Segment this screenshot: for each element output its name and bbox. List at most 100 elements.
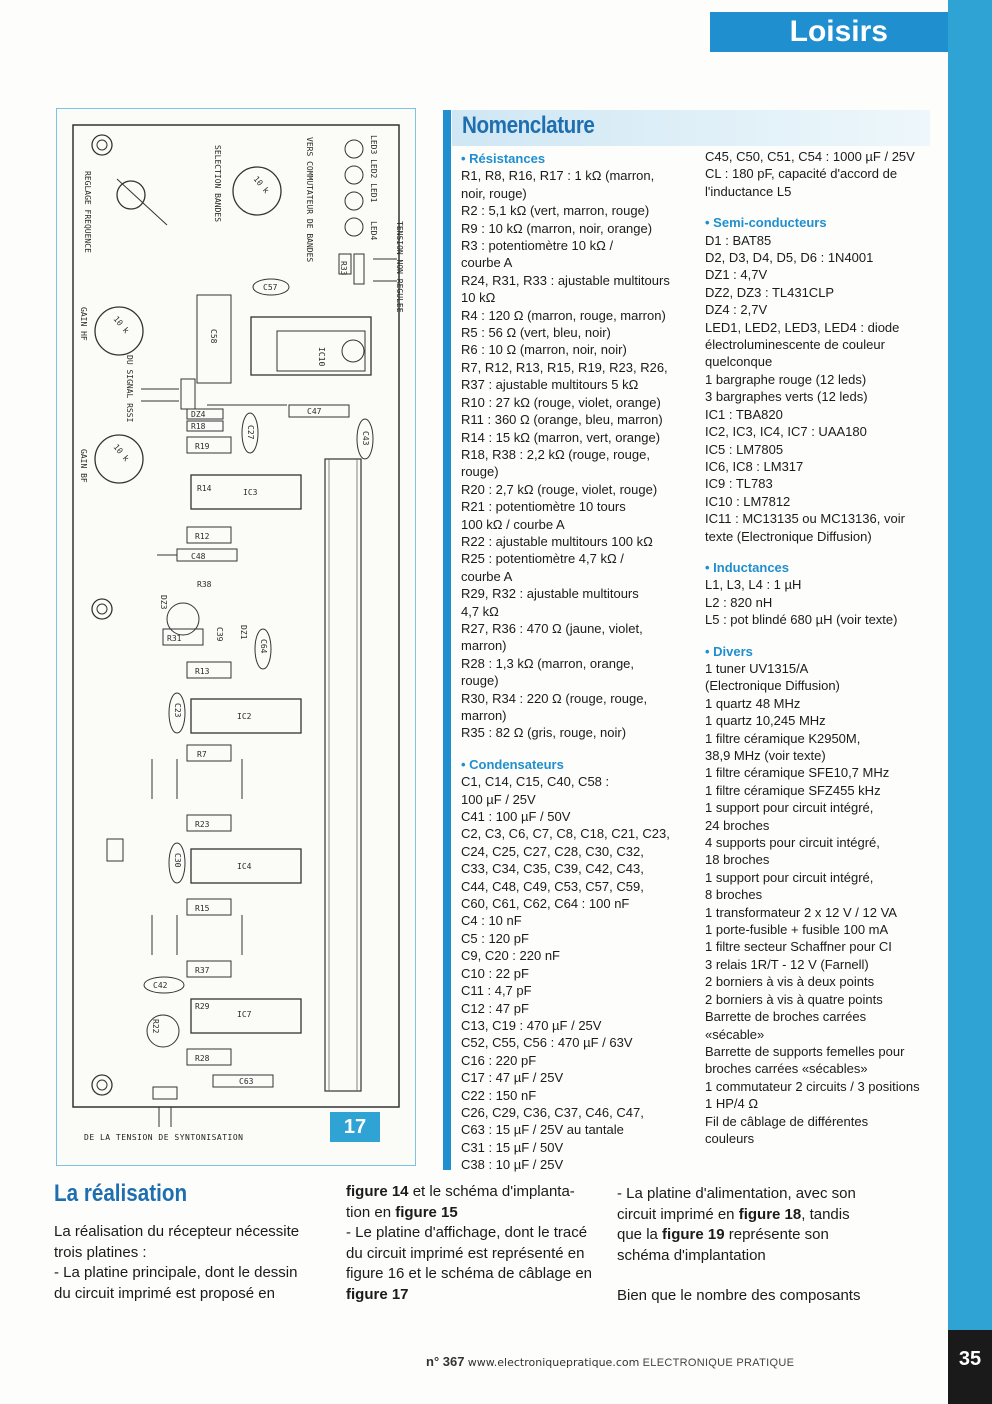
nomenclature-item: marron) <box>461 638 507 654</box>
article-line: - La platine principale, dont le dessin <box>54 1264 298 1282</box>
nomenclature-item: C12 : 47 pF <box>461 1000 529 1016</box>
nomenclature-item: broches carrées «sécables» <box>705 1061 868 1077</box>
article-text: schéma d'implantation <box>617 1246 766 1264</box>
r33-label: R33 <box>339 261 348 276</box>
nomenclature-item: 100 µF / 25V <box>461 791 536 807</box>
nomenclature-item: 1 HP/4 Ω <box>705 1096 759 1112</box>
nomenclature-item: l'inductance L5 <box>705 183 792 199</box>
article-line: trois platines : <box>54 1243 147 1261</box>
pot-value-label-1: 10 k <box>251 175 270 196</box>
nomenclature-section-heading: • Condensateurs <box>461 756 564 772</box>
pot-value-label-3: 10 k <box>111 443 130 464</box>
nomenclature-item: C26, C29, C36, C37, C46, C47, <box>461 1104 644 1120</box>
c58-label: C58 <box>209 329 218 344</box>
c64-label: C64 <box>259 639 268 654</box>
nomenclature-item: R3 : potentiomètre 10 kΩ / <box>461 238 614 254</box>
nomenclature-section-heading: • Résistances <box>461 151 546 166</box>
article-line: - Le platine d'affichage, dont le tracé <box>346 1223 592 1244</box>
c23-label: C23 <box>173 703 182 718</box>
dz4-label: DZ4 <box>191 410 206 419</box>
nomenclature-item: IC6, IC8 : LM317 <box>705 458 804 474</box>
nomenclature-item: R4 : 120 Ω (marron, rouge, marron) <box>461 307 666 323</box>
tension-non-regulee-label: TENSION NON REGULEE <box>395 221 404 313</box>
nomenclature-item: DZ2, DZ3 : TL431CLP <box>705 284 835 300</box>
nomenclature-item: IC9 : TL783 <box>705 476 773 492</box>
c63-label: C63 <box>239 1077 254 1086</box>
figure-reference: figure 14 <box>346 1183 409 1200</box>
c27-label: C27 <box>246 425 255 440</box>
section-title: La réalisation <box>54 1180 188 1207</box>
nomenclature-item: R21 : potentiomètre 10 tours <box>461 499 626 515</box>
nomenclature-item: 1 filtre céramique SFE10,7 MHz <box>705 765 890 781</box>
c39-label: C39 <box>215 627 224 642</box>
nomenclature-item: L2 : 820 nH <box>705 594 773 610</box>
nomenclature-item: couleurs <box>705 1130 755 1146</box>
r23-label: R23 <box>195 820 210 829</box>
nomenclature-item: 8 broches <box>705 887 763 903</box>
article-line: figure 17 <box>346 1285 592 1306</box>
article-text: représente son <box>724 1226 829 1244</box>
c57-label: C57 <box>263 283 278 292</box>
nomenclature-item: 4 supports pour circuit intégré, <box>705 835 880 851</box>
selection-bandes-label: SELECTION BANDES <box>213 145 222 222</box>
article-text: , tandis <box>801 1205 850 1223</box>
nomenclature-item: IC2, IC3, IC4, IC7 : UAA180 <box>705 424 867 440</box>
nomenclature-item: 2 borniers à vis à deux points <box>705 974 875 990</box>
nomenclature-item: C31 : 15 µF / 50V <box>461 1139 564 1155</box>
nomenclature-item: Fil de câblage de différentes <box>705 1113 869 1129</box>
article-line: schéma d'implantation <box>617 1246 856 1267</box>
nomenclature-item: Barrette de supports femelles pour <box>705 1043 905 1059</box>
nomenclature-item: 1 bargraphe rouge (12 leds) <box>705 371 867 387</box>
nomenclature-item: R20 : 2,7 kΩ (rouge, violet, rouge) <box>461 481 658 497</box>
nomenclature-item: L1, L3, L4 : 1 µH <box>705 577 802 593</box>
nomenclature-item: D2, D3, D4, D5, D6 : 1N4001 <box>705 250 874 266</box>
nomenclature-item: C4 : 10 nF <box>461 913 522 929</box>
page-footer: n° 367 www.electroniquepratique.com ELEC… <box>426 1354 794 1369</box>
dz1-label: DZ1 <box>239 625 248 640</box>
article-line: - La platine d'alimentation, avec son <box>617 1184 856 1205</box>
c30-label: C30 <box>173 853 182 868</box>
nomenclature-item: C41 : 100 µF / 50V <box>461 809 571 825</box>
nomenclature-item: L5 : pot blindé 680 µH (voir texte) <box>705 612 898 628</box>
article-text: - La platine d'alimentation, avec son <box>617 1185 856 1202</box>
spacer <box>705 629 941 643</box>
nomenclature-item: (Electronique Diffusion) <box>705 678 840 694</box>
nomenclature-item: C52, C55, C56 : 470 µF / 63V <box>461 1035 633 1051</box>
nomenclature-item: 1 quartz 48 MHz <box>705 695 801 711</box>
spacer <box>461 742 696 756</box>
nomenclature-item: R24, R31, R33 : ajustable multitours <box>461 272 670 288</box>
nomenclature-item: R6 : 10 Ω (marron, noir, noir) <box>461 342 627 358</box>
nomenclature-item: courbe A <box>461 255 513 271</box>
article-text: que la <box>617 1226 663 1244</box>
nomenclature-item: 38,9 MHz (voir texte) <box>705 748 826 763</box>
figure-reference: figure 18 <box>738 1205 802 1223</box>
r38-label: R38 <box>197 580 212 589</box>
nomenclature-item: IC5 : LM7805 <box>705 441 784 457</box>
nomenclature-item: 24 broches <box>705 817 770 833</box>
nomenclature-item: R25 : potentiomètre 4,7 kΩ / <box>461 551 624 567</box>
led-header-label: LED3 LED2 LED1 <box>369 135 378 203</box>
nomenclature-item: R2 : 5,1 kΩ (vert, marron, rouge) <box>461 203 650 219</box>
nomenclature-item: C9, C20 : 220 nF <box>461 948 560 964</box>
c43-label: C43 <box>361 431 370 446</box>
ic7-label: IC7 <box>237 1010 252 1019</box>
nomenclature-item: C5 : 120 pF <box>461 930 529 946</box>
figure-reference: figure 17 <box>346 1285 409 1303</box>
nomenclature-item: R22 : ajustable multitours 100 kΩ <box>461 533 653 549</box>
side-color-strip <box>948 0 992 1404</box>
r13-label: R13 <box>195 667 210 676</box>
nomenclature-item: «sécable» <box>705 1026 765 1042</box>
article-column-3-continuation: Bien que le nombre des composants <box>617 1287 861 1304</box>
article-line: du circuit imprimé est représenté en <box>346 1244 592 1265</box>
nomenclature-item: 3 bargraphes verts (12 leds) <box>705 389 868 405</box>
nomenclature-item: C44, C48, C49, C53, C57, C59, <box>461 878 644 894</box>
nomenclature-item: courbe A <box>461 568 513 584</box>
nomenclature-item: rouge) <box>461 464 499 480</box>
r14-label: R14 <box>197 484 212 493</box>
nomenclature-item: 1 quartz 10,245 MHz <box>705 713 826 729</box>
nomenclature-item: C33, C34, C35, C39, C42, C43, <box>461 861 644 877</box>
nomenclature-item: C16 : 220 pF <box>461 1052 537 1068</box>
